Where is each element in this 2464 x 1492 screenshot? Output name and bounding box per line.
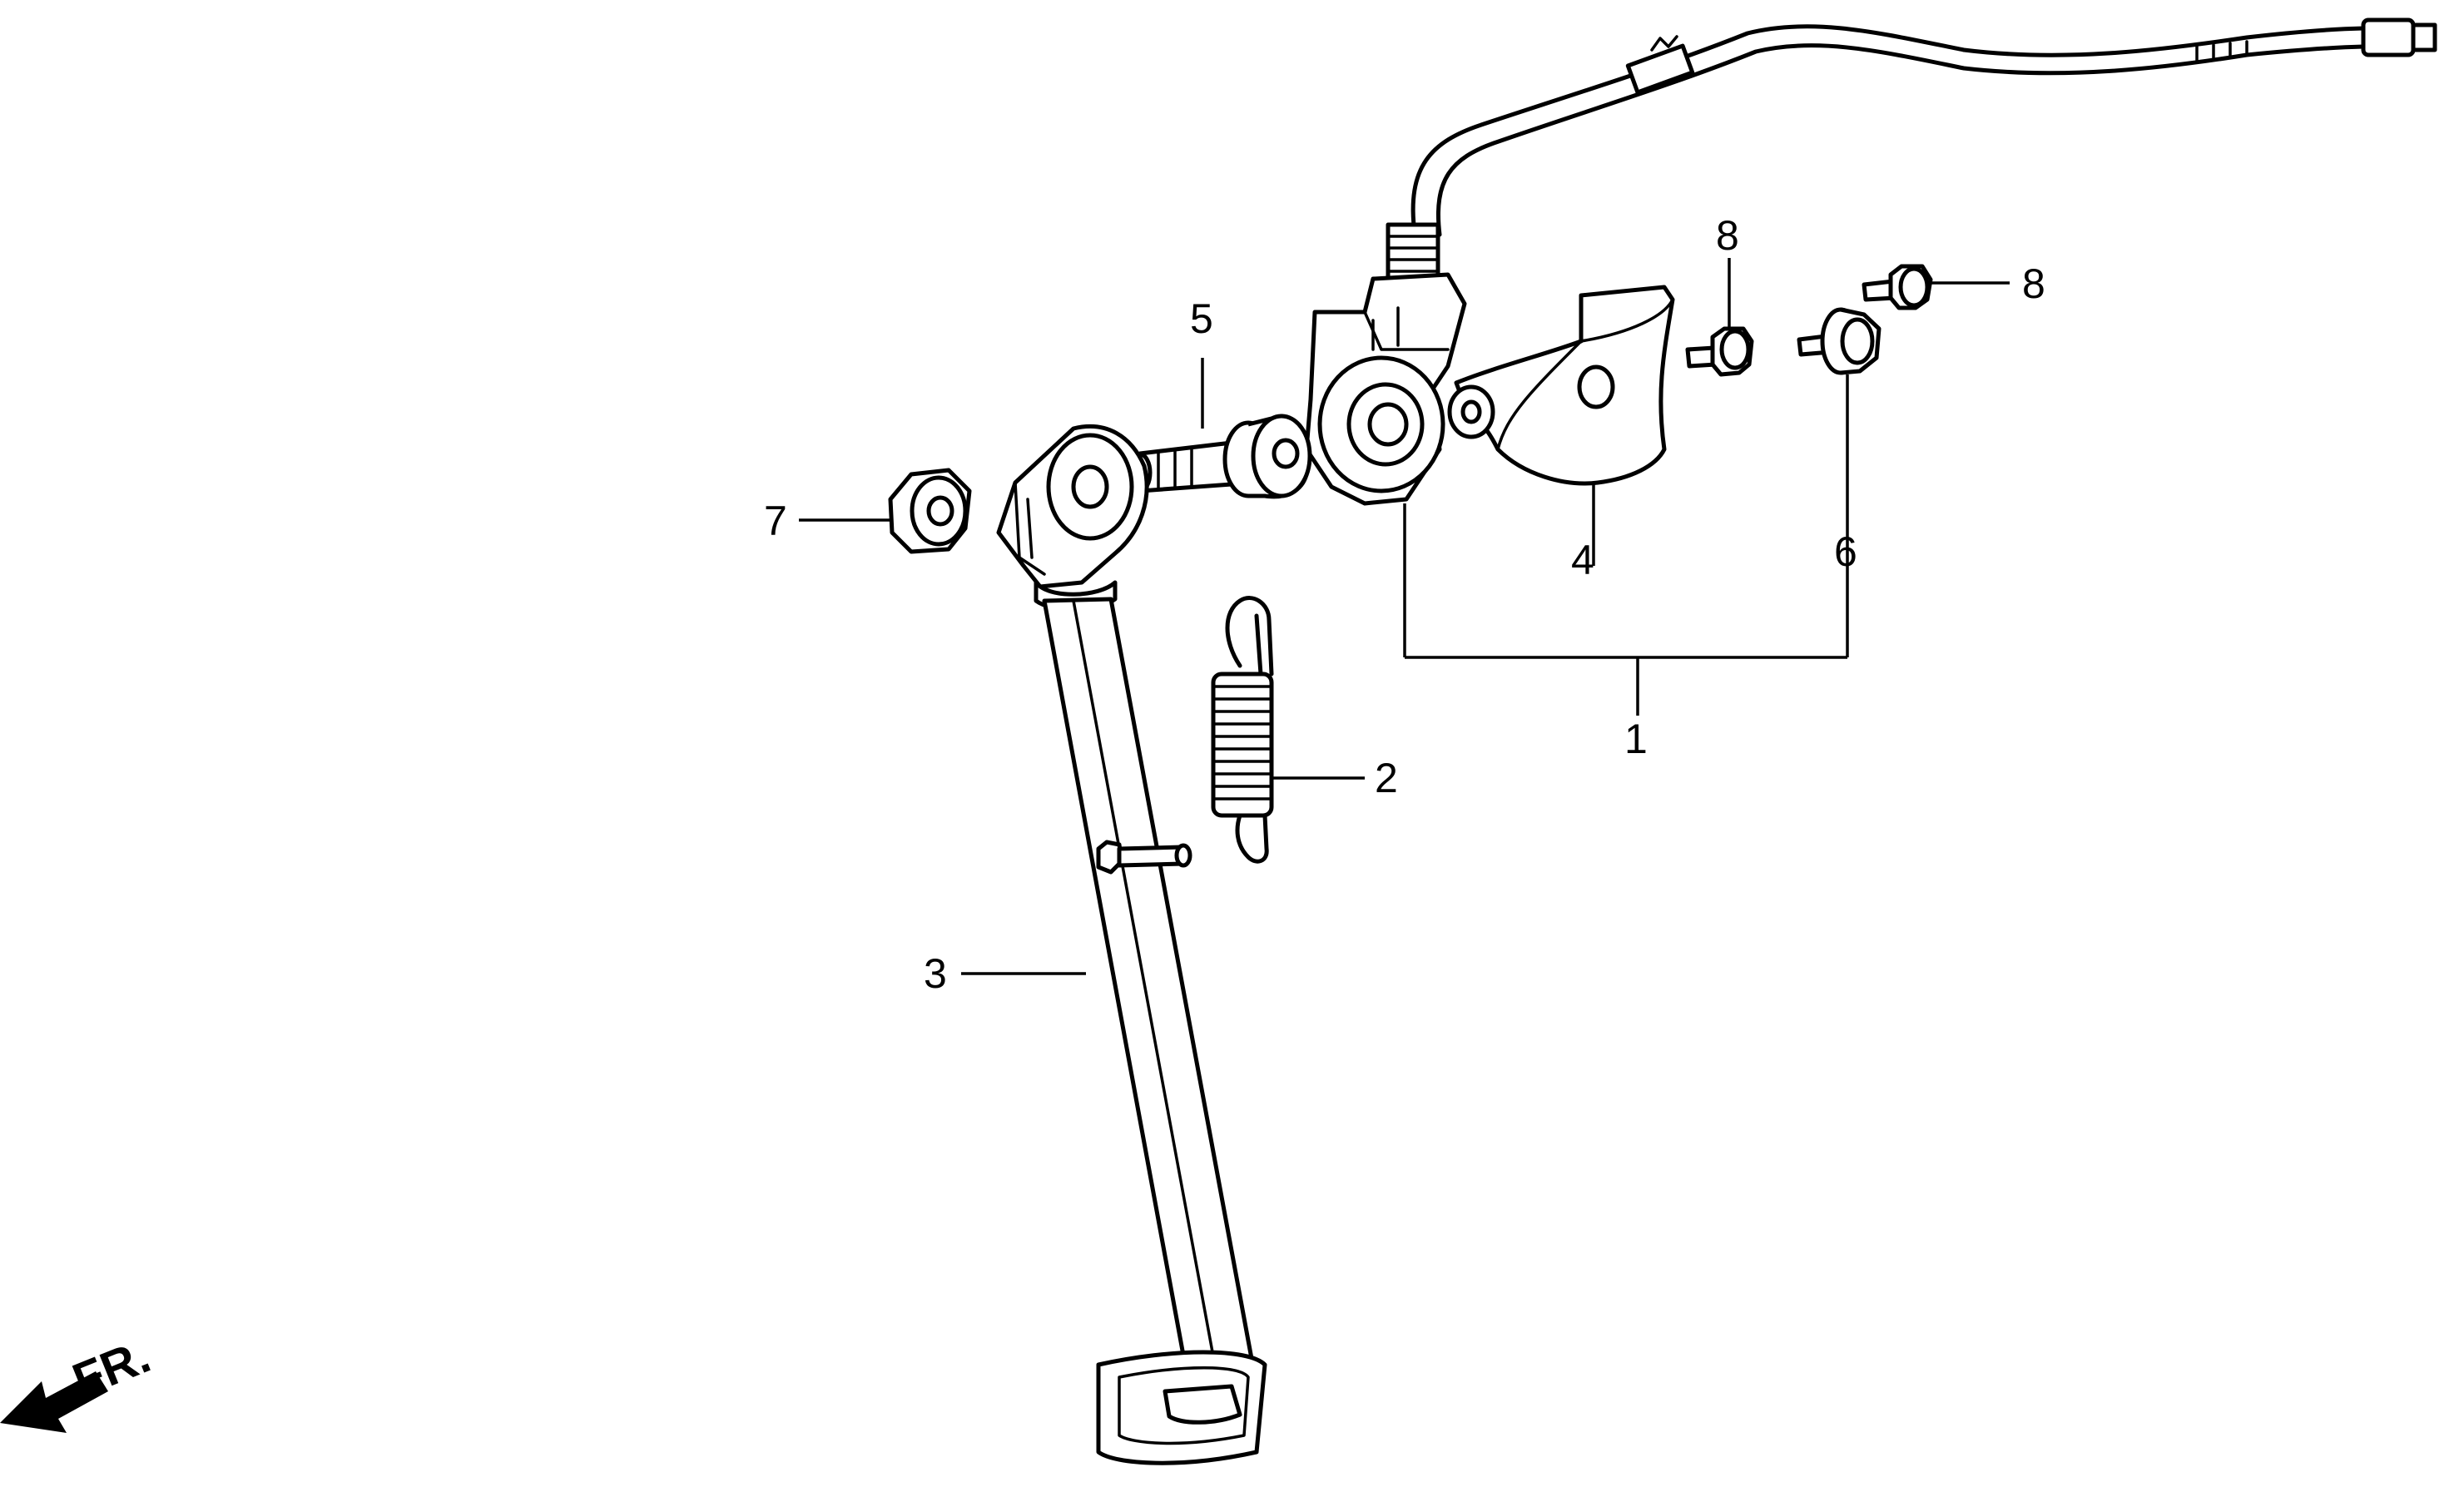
callout-2: 2: [1375, 755, 1398, 801]
callout-4: 4: [1571, 537, 1594, 583]
bolt-8-right: [1862, 264, 1933, 310]
switch-wire-harness: [1410, 17, 2437, 237]
callout-labels: 1 2 3 4 5 6 7 8 8: [764, 212, 2045, 997]
washer-bolt-6: [1797, 307, 1881, 375]
pivot-bolt: [1128, 414, 1312, 499]
arrow-left-down-icon: [0, 1371, 108, 1433]
callout-5: 5: [1190, 295, 1213, 342]
side-stand-bar: [996, 424, 1267, 1465]
callout-1: 1: [1624, 716, 1648, 762]
callout-8-right: 8: [2022, 260, 2045, 307]
side-stand-switch: [1304, 222, 1467, 506]
bolt-8-upper: [1685, 326, 1754, 377]
leader-lines: [799, 258, 2010, 975]
callout-8-upper: 8: [1716, 212, 1739, 259]
switch-cover: [1447, 285, 1675, 486]
callout-6: 6: [1834, 528, 1857, 575]
front-direction-indicator: FR.: [0, 1329, 158, 1433]
spring-pin: [1096, 840, 1192, 875]
callout-3: 3: [924, 950, 947, 997]
pivot-nut: [888, 468, 972, 554]
callout-7: 7: [764, 498, 787, 544]
return-spring: [1211, 596, 1274, 864]
